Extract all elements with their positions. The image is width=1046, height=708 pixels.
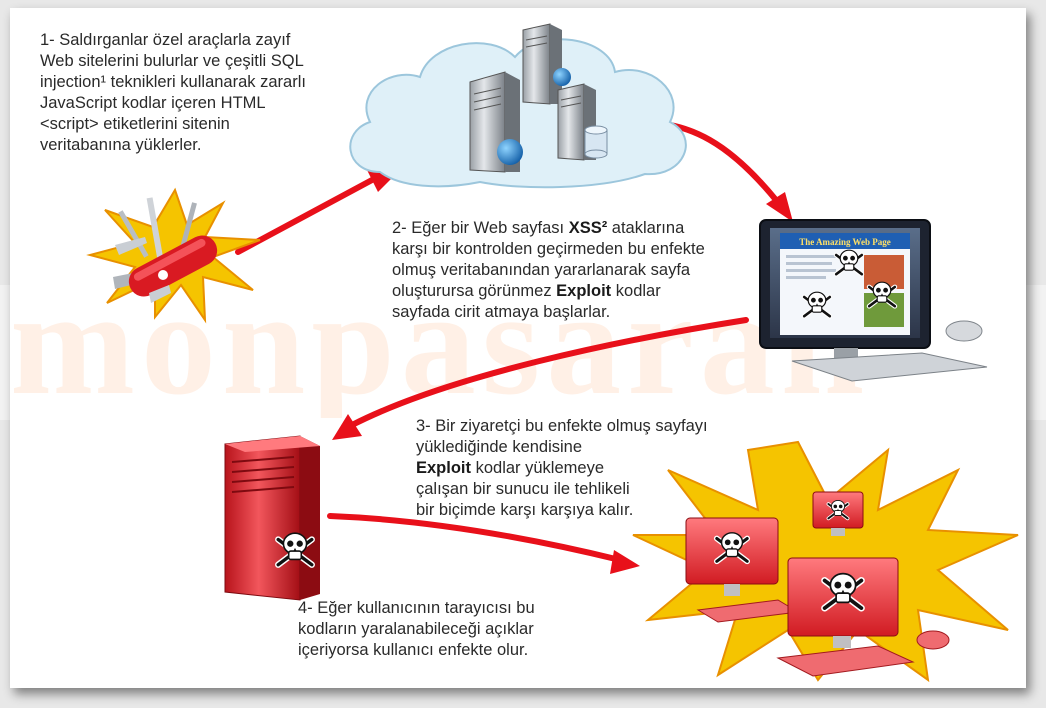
text-line: içeriyorsa kullanıcı enfekte olur. (298, 640, 598, 661)
emphasis-term: Exploit (556, 282, 611, 300)
step-4-text: 4- Eğer kullanıcının tarayıcısı bu kodlar… (298, 598, 598, 661)
text-segment: karşı bir kontrolden geçirmeden bu enfek… (392, 240, 705, 258)
text-segment: bir biçimde karşı karşıya kalır. (416, 501, 633, 519)
victim-website-monitor: The Amazing Web Page (752, 215, 1002, 385)
text-segment: veritabanına yüklerler. (40, 136, 201, 154)
emphasis-term: XSS² (569, 219, 608, 237)
text-segment: ataklarına (607, 219, 684, 237)
text-line: 3- Bir ziyaretçi bu enfekte olmuş sayfay… (416, 416, 776, 437)
text-line: kodların yaralanabileceği açıklar (298, 619, 598, 640)
infected-computers (628, 440, 1028, 685)
emphasis-term: Exploit (416, 459, 471, 477)
text-segment: 4- Eğer kullanıcının tarayıcısı bu (298, 599, 535, 617)
text-segment: sayfada cirit atmaya başlarlar. (392, 303, 610, 321)
server-icon (523, 24, 562, 104)
text-segment: kodlar (611, 282, 661, 300)
text-segment: kodlar yüklemeye (471, 459, 604, 477)
text-line: 2- Eğer bir Web sayfası XSS² ataklarına (392, 218, 752, 239)
arrow-server-to-computers (330, 516, 620, 560)
text-segment: injection¹ teknikleri kullanarak zararlı (40, 73, 306, 91)
text-segment: çalışan bir sunucu ile tehlikeli (416, 480, 630, 498)
text-segment: 3- Bir ziyaretçi bu enfekte olmuş sayfay… (416, 417, 708, 435)
globe-icon (497, 139, 523, 165)
text-line: 4- Eğer kullanıcının tarayıcısı bu (298, 598, 598, 619)
text-segment: 1- Saldırganlar özel araçlarla zayıf (40, 31, 290, 49)
text-segment: 2- Eğer bir Web sayfası (392, 219, 569, 237)
web-page-title: The Amazing Web Page (799, 237, 891, 247)
text-line: oluşturursa görünmez Exploit kodlar (392, 281, 752, 302)
text-line: Web sitelerini bulurlar ve çeşitli SQL (40, 51, 370, 72)
text-segment: içeriyorsa kullanıcı enfekte olur. (298, 641, 528, 659)
text-line: veritabanına yüklerler. (40, 135, 370, 156)
mouse-icon (946, 321, 982, 341)
database-icon (585, 126, 607, 158)
text-segment: kodların yaralanabileceği açıklar (298, 620, 534, 638)
cloud-server-farm (340, 22, 700, 192)
text-segment: <script> etiketlerini sitenin (40, 115, 230, 133)
globe-icon (553, 68, 571, 86)
text-line: sayfada cirit atmaya başlarlar. (392, 302, 752, 323)
arrow-monitor-to-server (352, 320, 746, 425)
keyboard-icon (792, 353, 987, 381)
arrowhead-3 (332, 414, 362, 440)
text-segment: JavaScript kodlar içeren HTML (40, 94, 266, 112)
text-segment: yüklediğinde kendisine (416, 438, 582, 456)
text-segment: Web sitelerini bulurlar ve çeşitli SQL (40, 52, 304, 70)
text-segment: oluşturursa görünmez (392, 282, 556, 300)
text-line: 1- Saldırganlar özel araçlarla zayıf (40, 30, 370, 51)
text-line: karşı bir kontrolden geçirmeden bu enfek… (392, 239, 752, 260)
infected-server-icon (220, 432, 330, 607)
text-line: JavaScript kodlar içeren HTML (40, 93, 370, 114)
text-line: olmuş veritabanından yararlanarak sayfa (392, 260, 752, 281)
attacker-tool (85, 185, 265, 325)
text-segment: olmuş veritabanından yararlanarak sayfa (392, 261, 690, 279)
text-line: injection¹ teknikleri kullanarak zararlı (40, 72, 370, 93)
monitor-icon: The Amazing Web Page (760, 220, 930, 348)
text-line: <script> etiketlerini sitenin (40, 114, 370, 135)
